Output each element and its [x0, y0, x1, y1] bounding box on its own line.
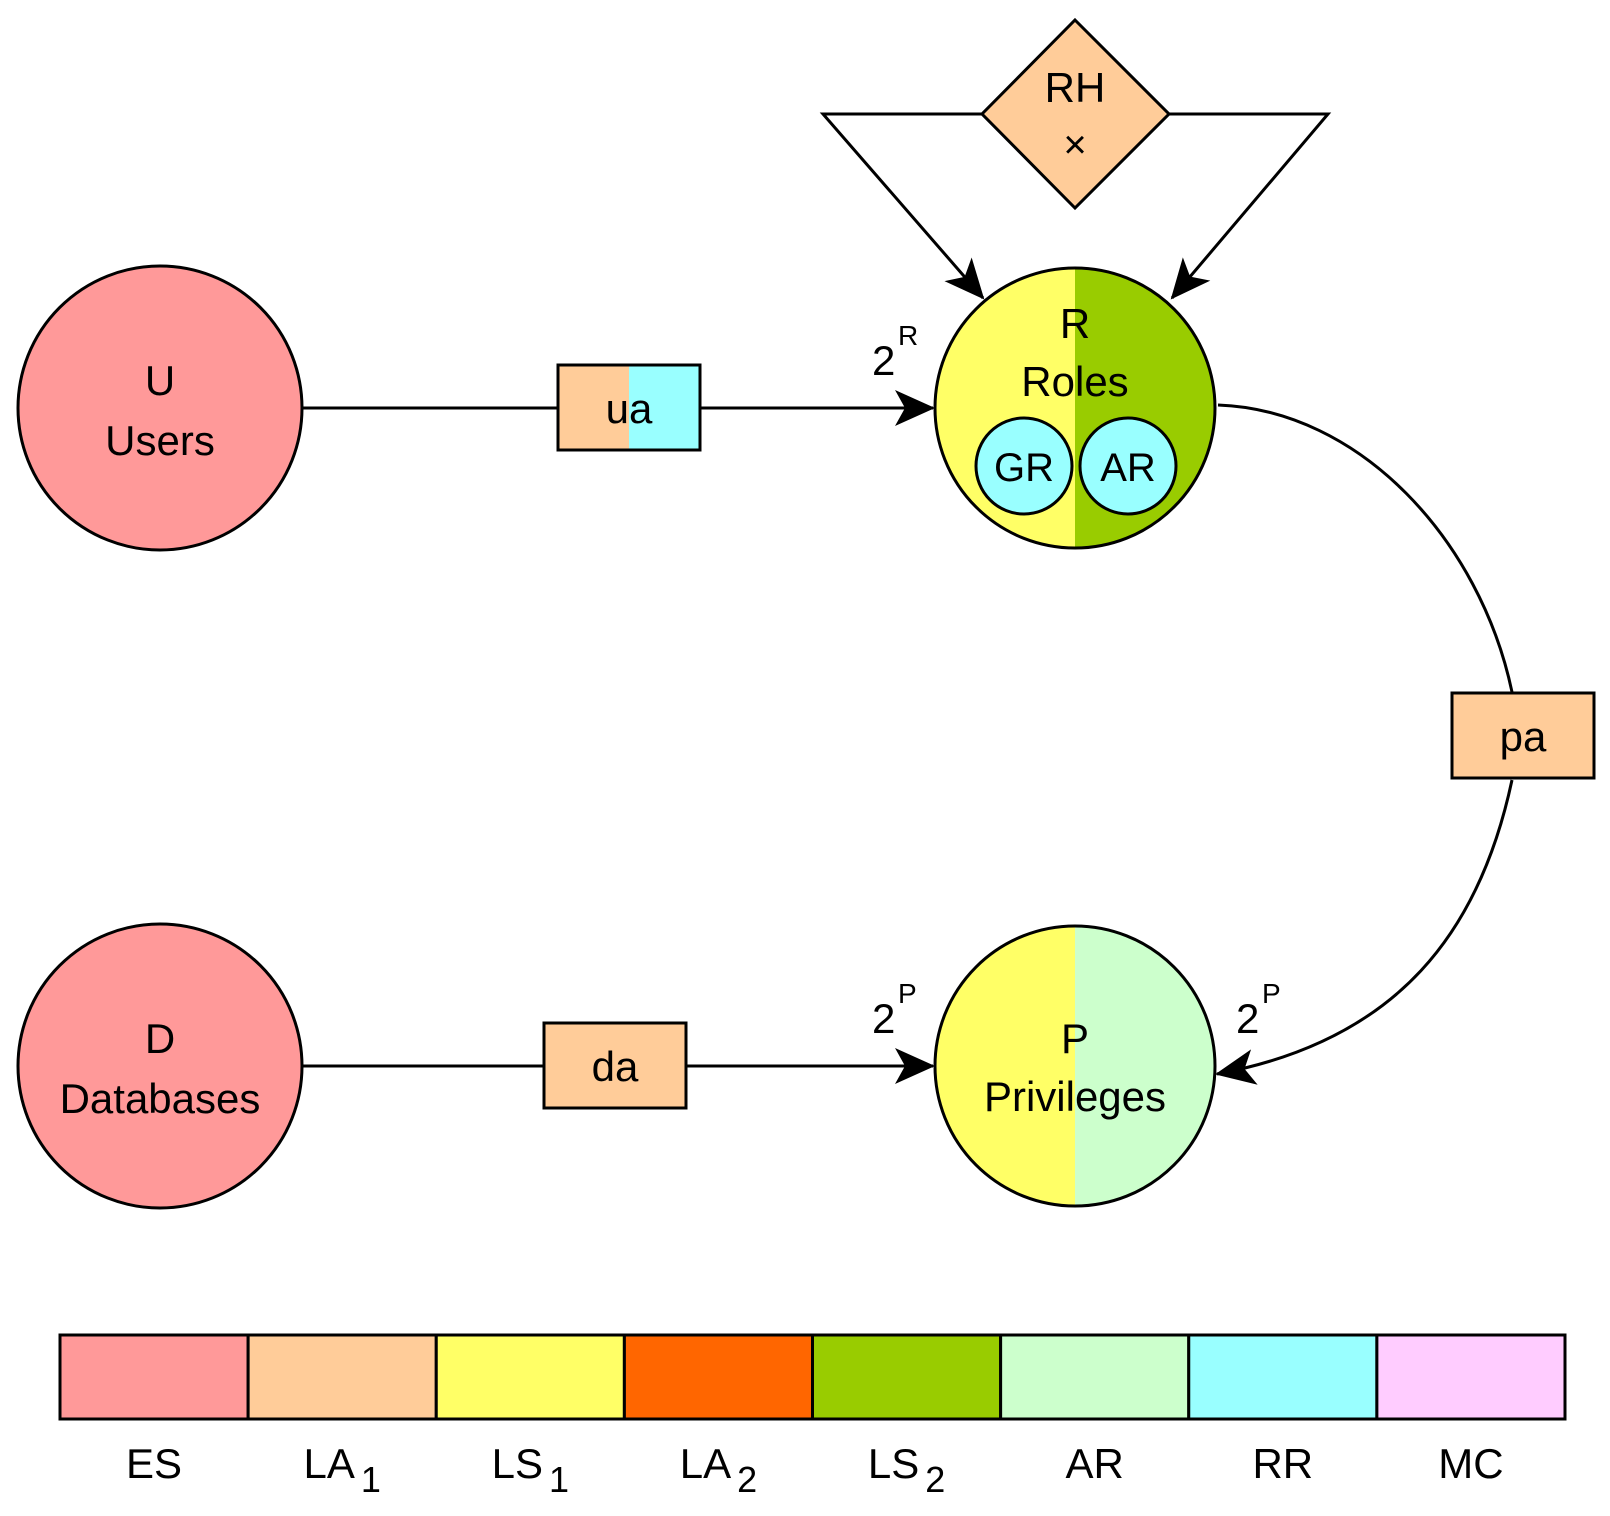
roles-circle [933, 266, 1217, 550]
databases-circle [16, 922, 304, 1210]
rh-left-connector [819, 112, 985, 300]
ua-border [556, 363, 702, 452]
powerset-privileges-left: 2 P [872, 978, 917, 1042]
databases-node: D Databases [16, 922, 304, 1210]
pa-rect [1450, 691, 1596, 780]
ua-la1-half [558, 365, 629, 450]
legend-swatch-ls1 [434, 1333, 626, 1421]
legend-swatches [58, 1333, 1567, 1421]
powerset-roles-base: 2 [872, 337, 895, 384]
databases-symbol: D [145, 1015, 175, 1062]
users-node: U Users [16, 264, 304, 552]
pa-box: pa [1450, 691, 1596, 780]
rh-symbol: RH [1045, 64, 1106, 111]
legend-label-ar: AR [1066, 1440, 1124, 1487]
powerset-privileges-right-base: 2 [1236, 995, 1259, 1042]
databases-label: Databases [60, 1075, 261, 1122]
privileges-node: P Privileges [933, 924, 1217, 1208]
gr-label: GR [994, 446, 1054, 490]
legend-swatch-es [58, 1333, 250, 1421]
da-label: da [592, 1043, 639, 1090]
rh-diamond [979, 17, 1172, 211]
roles-node: R Roles GR AR [933, 266, 1217, 550]
legend-swatch-mc [1375, 1333, 1567, 1421]
privileges-ar-half [1075, 926, 1215, 1206]
legend-swatch-ls2 [811, 1333, 1003, 1421]
powerset-privileges-right-exp: P [1262, 978, 1281, 1009]
powerset-privileges-left-base: 2 [872, 995, 895, 1042]
roles-label: Roles [1021, 358, 1128, 405]
users-symbol: U [145, 357, 175, 404]
pa-label: pa [1500, 713, 1547, 760]
rh-operator: × [1063, 123, 1086, 167]
pa-to-privileges-curve [1215, 779, 1514, 1085]
users-circle [16, 264, 304, 552]
ar-label: AR [1100, 446, 1156, 490]
gr-circle [974, 416, 1074, 516]
powerset-roles: 2 R [872, 320, 918, 384]
da-rect [542, 1021, 688, 1110]
users-label: Users [105, 417, 215, 464]
rh-node: RH × [979, 17, 1172, 211]
ua-label: ua [606, 385, 653, 432]
privileges-label: Privileges [984, 1073, 1166, 1120]
da-box: da [542, 1021, 688, 1110]
privileges-symbol: P [1061, 1015, 1089, 1062]
privileges-ls1-half [935, 926, 1075, 1206]
ua-box: ua [556, 363, 702, 452]
roles-to-pa-curve [1217, 403, 1514, 693]
privileges-circle [933, 924, 1217, 1208]
legend-label-mc: MC [1438, 1440, 1503, 1487]
powerset-privileges-right: 2 P [1236, 978, 1281, 1042]
legend-swatch-la2 [622, 1333, 814, 1421]
powerset-privileges-left-exp: P [898, 978, 917, 1009]
legend-swatch-rr [1187, 1333, 1379, 1421]
rh-right-connector [1169, 112, 1332, 300]
ar-circle [1078, 416, 1178, 516]
roles-symbol: R [1060, 300, 1090, 347]
legend-label-rr: RR [1252, 1440, 1313, 1487]
legend-swatch-la1 [246, 1333, 438, 1421]
powerset-roles-exp: R [898, 320, 918, 351]
legend-label-es: ES [126, 1440, 182, 1487]
ua-rr-half [629, 365, 700, 450]
legend-swatch-ar [999, 1333, 1191, 1421]
